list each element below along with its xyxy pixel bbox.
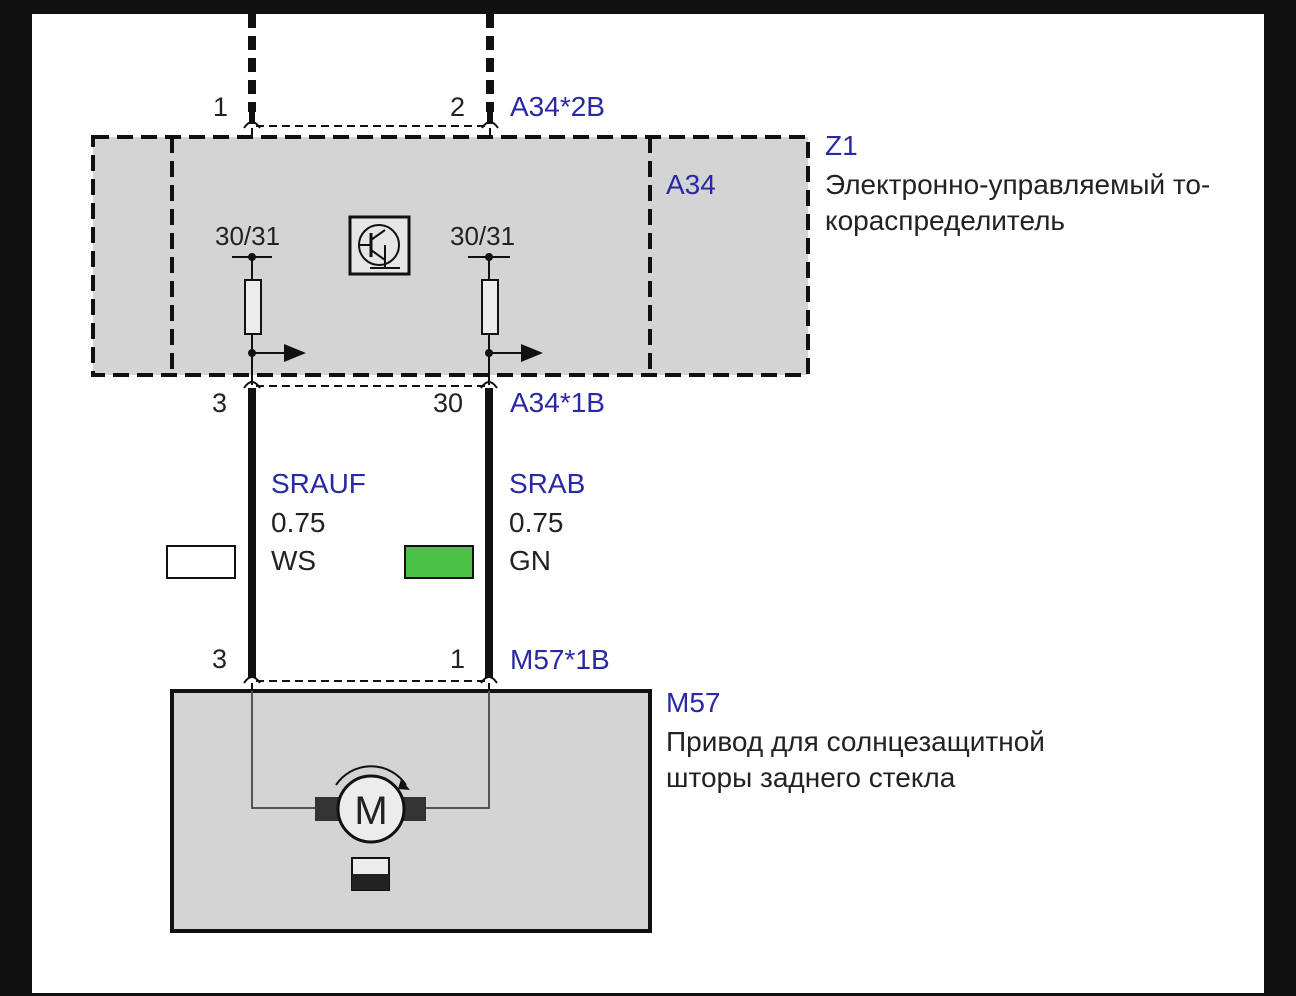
wiring-diagram: M 1 2 3 30 3 1 30/31 30/31 A34*2B A34*1B… — [32, 14, 1264, 993]
pin-top-left: 1 — [213, 92, 228, 122]
svg-text:M: M — [354, 789, 387, 833]
limit-switch-icon — [351, 857, 390, 891]
terminal-label-right: 30/31 — [450, 221, 515, 251]
transistor-icon — [348, 215, 411, 276]
connector-label-bottom: M57*1B — [510, 644, 610, 675]
z1-id: Z1 — [825, 130, 858, 161]
motor-icon: M — [315, 765, 426, 844]
wire-right-color: GN — [509, 545, 551, 576]
connector-label-mid: A34*1B — [510, 387, 605, 418]
wire-left-gauge: 0.75 — [271, 507, 326, 538]
motor-lead-left — [251, 691, 315, 809]
m57-desc-line1: Привод для солнцезащитной — [666, 726, 1045, 757]
wire-left-color: WS — [271, 545, 316, 576]
pin-bottom-left: 3 — [212, 644, 227, 674]
z1-desc-line1: Электронно-управляемый то- — [825, 169, 1210, 200]
pin-top-right: 2 — [450, 92, 465, 122]
pin-bottom-right: 1 — [450, 644, 465, 674]
left-resistor — [244, 279, 262, 335]
pin-mid-left: 3 — [212, 388, 227, 418]
m57-id: M57 — [666, 687, 720, 718]
wire-color-swatch-ws — [166, 545, 236, 579]
pin-mid-right: 30 — [433, 388, 463, 418]
wire-left-signal: SRAUF — [271, 468, 366, 499]
terminal-label-left: 30/31 — [215, 221, 280, 251]
m57-desc-line2: шторы заднего стекла — [666, 762, 956, 793]
z1-desc-line2: кораспределитель — [825, 205, 1065, 236]
diagram-svg: M 1 2 3 30 3 1 30/31 30/31 A34*2B A34*1B… — [91, 14, 1210, 933]
a34-id: A34 — [666, 169, 716, 200]
motor-lead-right — [426, 691, 490, 809]
right-resistor — [481, 279, 499, 335]
wire-color-swatch-gn — [404, 545, 474, 579]
z1-module-box — [91, 135, 810, 377]
connector-label-top: A34*2B — [510, 91, 605, 122]
wire-right-gauge: 0.75 — [509, 507, 564, 538]
wire-right-signal: SRAB — [509, 468, 585, 499]
